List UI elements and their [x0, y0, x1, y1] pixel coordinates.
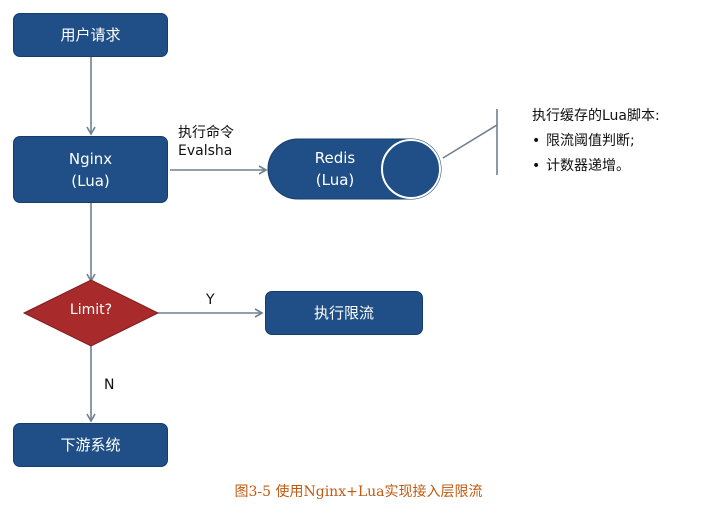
- exec-command-line1: 执行命令: [178, 125, 234, 141]
- user-request-node: 用户请求: [13, 13, 168, 57]
- user-request-label: 用户请求: [60, 26, 121, 44]
- notes-list: 限流阈值判断; 计数器递增。: [532, 129, 660, 179]
- no-label: N: [104, 377, 115, 393]
- nginx-node: Nginx (Lua): [13, 136, 168, 203]
- notes-item: 计数器递增。: [532, 154, 660, 179]
- annotation-connector: [442, 124, 498, 159]
- downstream-label: 下游系统: [60, 436, 121, 454]
- nginx-sublabel: (Lua): [71, 171, 110, 190]
- decision-diamond: [22, 279, 160, 347]
- redis-label: Redis: [314, 149, 356, 167]
- redis-node-text: Redis (Lua): [280, 147, 390, 191]
- notes-title: 执行缓存的Lua脚本:: [532, 108, 660, 124]
- redis-cylinder-cap: [381, 139, 441, 199]
- rate-limit-label: 执行限流: [313, 304, 374, 322]
- lua-script-notes: 执行缓存的Lua脚本: 限流阈值判断; 计数器递增。: [532, 104, 660, 179]
- rate-limit-node: 执行限流: [265, 291, 423, 335]
- notes-item: 限流阈值判断;: [532, 129, 660, 154]
- downstream-node: 下游系统: [13, 423, 168, 467]
- figure-caption: 图3-5 使用Nginx+Lua实现接入层限流: [234, 484, 483, 500]
- decision-label: Limit?: [69, 302, 113, 318]
- exec-command-line2: Evalsha: [178, 143, 233, 159]
- redis-sublabel: (Lua): [315, 171, 355, 189]
- yes-label: Y: [206, 292, 215, 308]
- nginx-label: Nginx: [68, 149, 113, 168]
- exec-command-label: 执行命令 Evalsha: [178, 124, 234, 160]
